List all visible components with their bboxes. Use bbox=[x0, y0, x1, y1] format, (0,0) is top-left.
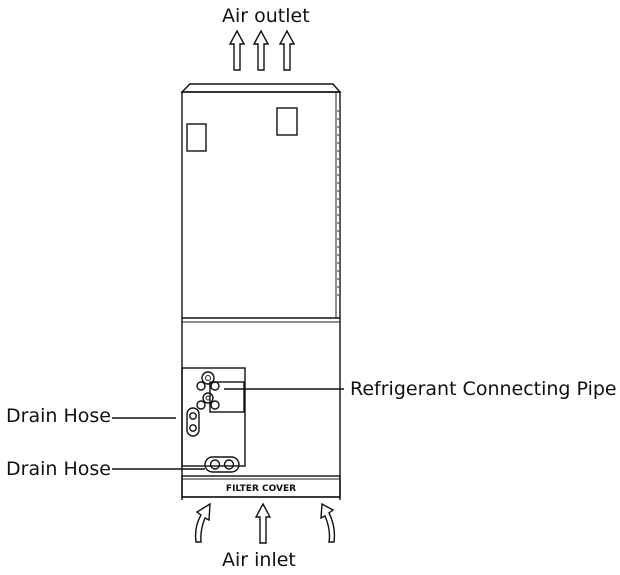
outlet-arrow-middle bbox=[252, 29, 270, 71]
top-flange bbox=[180, 83, 342, 93]
upper-panel-window-right bbox=[276, 107, 298, 136]
refrigerant-valves bbox=[196, 371, 220, 410]
filter-cover bbox=[181, 475, 341, 498]
upper-panel-window-left bbox=[186, 123, 207, 152]
drain-hose-lower-label: Drain Hose bbox=[6, 458, 111, 480]
refrigerant-pipe-label: Refrigerant Connecting Pipe bbox=[350, 378, 617, 400]
air-handler-unit: FILTER COVER bbox=[180, 83, 342, 500]
air-outlet-label: Air outlet bbox=[222, 5, 310, 27]
inlet-arrow-left bbox=[194, 502, 211, 543]
inlet-arrow-middle bbox=[254, 502, 272, 544]
filter-cover-text: FILTER COVER bbox=[226, 484, 296, 494]
refrigerant-box bbox=[209, 381, 245, 413]
access-panel bbox=[181, 367, 246, 467]
inlet-arrow-right bbox=[320, 502, 336, 543]
drain-hose-upper-label: Drain Hose bbox=[6, 405, 111, 427]
outlet-arrow-left bbox=[228, 29, 246, 71]
drain-fitting-lower bbox=[204, 456, 240, 473]
inlet-arrows bbox=[194, 502, 336, 544]
air-inlet-label: Air inlet bbox=[222, 549, 296, 571]
outlet-arrows bbox=[228, 29, 296, 71]
cabinet-outline bbox=[181, 91, 341, 498]
drain-fitting-upper bbox=[186, 407, 200, 437]
outlet-arrow-right bbox=[278, 29, 296, 71]
